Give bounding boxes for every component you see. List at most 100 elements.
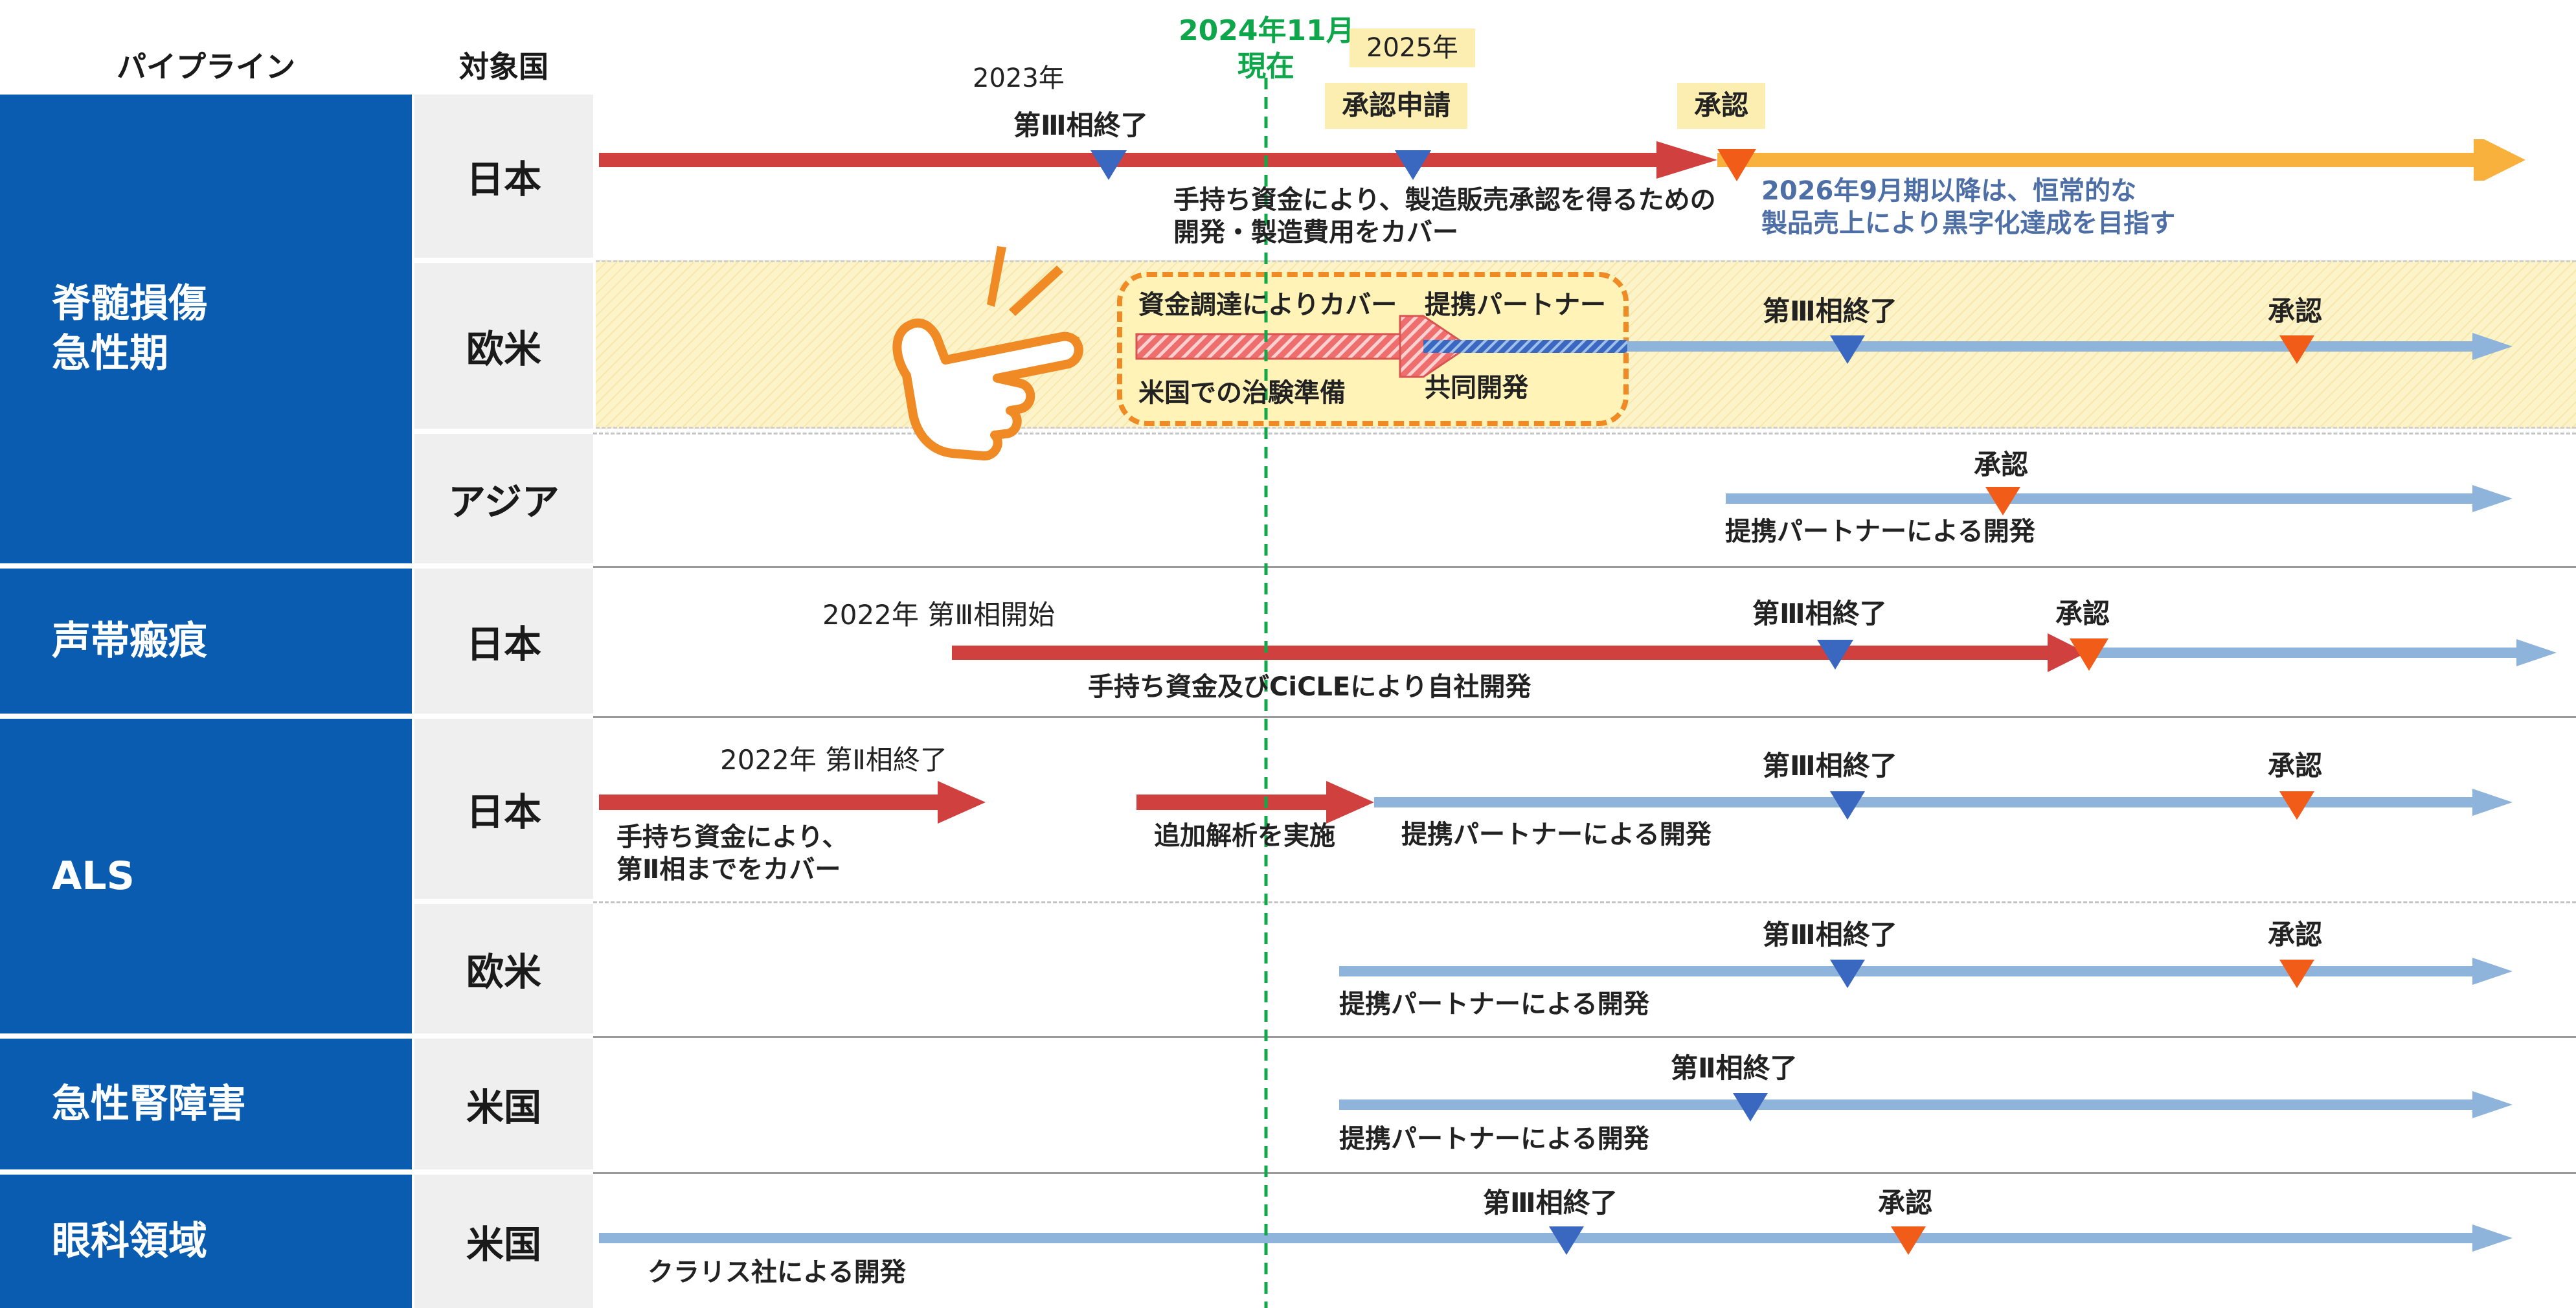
current-label: 現在 (1237, 50, 1294, 83)
pipeline-label: 急性腎障害 (52, 1081, 246, 1127)
arrow-shaft-red (952, 646, 2053, 660)
current-date: 2024年11月 (1179, 14, 1355, 47)
eye-us-approval: 承認 (1878, 1187, 1933, 1219)
pipeline-label: 眼科領域 (52, 1218, 207, 1264)
eye-us-note: クラリス社による開発 (648, 1257, 906, 1287)
row-divider (593, 716, 2576, 718)
marker-approval (1717, 149, 1756, 181)
arrow-head-lightblue (2472, 485, 2513, 512)
arrow-shaft-lightblue (1339, 1099, 2475, 1110)
row-divider (593, 901, 2576, 903)
als-euus-note: 提携パートナーによる開発 (1339, 989, 1649, 1019)
arrow-shaft-red (1136, 795, 1331, 810)
spinal-asia-note: 提携パートナーによる開発 (1725, 517, 2035, 547)
marker-filing (1395, 150, 1431, 180)
country-als-euus: 欧米 (414, 904, 593, 1033)
spinal-euus-approval: 承認 (2268, 295, 2323, 327)
marker-approval (2279, 791, 2314, 820)
country-vocal-jp: 日本 (414, 569, 593, 714)
kidney-us-note: 提携パートナーによる開発 (1339, 1124, 1649, 1154)
pipeline-label: 脊髄損傷 急性期 (52, 281, 207, 376)
arrow-shaft-lightblue (1374, 797, 2475, 807)
als-euus-approval: 承認 (2268, 919, 2323, 951)
arrow-shaft-red (599, 795, 942, 810)
spinal-jp-approval: 承認 (1677, 83, 1766, 129)
arrow-shaft-orange (1717, 153, 2481, 167)
eye-us-phase3-end: 第Ⅲ相終了 (1483, 1187, 1618, 1219)
row-divider (593, 1036, 2576, 1038)
spinal-jp-phase3-end: 第Ⅲ相終了 (1013, 109, 1148, 141)
country-als-jp: 日本 (414, 719, 593, 899)
arrow-shaft-hatched-blue (1423, 340, 1627, 353)
arrow-head-orange (2474, 139, 2525, 181)
marker-approval (1891, 1226, 1926, 1255)
marker-phase3-end (1090, 150, 1127, 180)
vocal-jp-phase3-end: 第Ⅲ相終了 (1752, 598, 1887, 629)
vocal-jp-note: 手持ち資金及びCiCLEにより自社開発 (1088, 672, 1531, 702)
vocal-jp-start: 2022年 第Ⅲ相開始 (822, 599, 1056, 631)
pipeline-label: ALS (52, 853, 135, 899)
arrow-shaft-lightblue (1339, 966, 2475, 976)
arrow-head-lightblue (2472, 1091, 2513, 1118)
als-jp-phase2-end: 2022年 第Ⅱ相終了 (720, 744, 947, 776)
marker-phase2-end (1733, 1093, 1768, 1122)
country-spinal-asia: アジア (414, 434, 593, 563)
spinal-jp-note: 手持ち資金により、製造販売承認を得るための 開発・製造費用をカバー (1173, 185, 1716, 247)
arrow-head-lightblue (2472, 958, 2513, 985)
header-pipeline: パイプライン (117, 49, 295, 84)
marker-phase3-end (1817, 640, 1853, 670)
row-divider (593, 433, 2576, 434)
arrow-head-lightblue (2516, 639, 2557, 666)
als-jp-approval: 承認 (2268, 750, 2323, 782)
vocal-jp-approval: 承認 (2055, 598, 2110, 629)
row-divider (593, 566, 2576, 568)
pipeline-kidney: 急性腎障害 (0, 1039, 412, 1169)
arrow-shaft-lightblue (599, 1233, 2475, 1243)
als-jp-partner: 提携パートナーによる開発 (1401, 820, 1712, 850)
country-eye-us: 米国 (414, 1175, 593, 1308)
marker-approval (1985, 487, 2020, 515)
als-jp-analysis: 追加解析を実施 (1154, 821, 1335, 851)
country-kidney-us: 米国 (414, 1039, 593, 1169)
marker-phase3-end (1830, 335, 1865, 364)
arrow-head-red (1326, 781, 1374, 824)
arrow-head-red (1656, 141, 1717, 179)
als-euus-phase3-end: 第Ⅲ相終了 (1763, 919, 1897, 951)
pipeline-als: ALS (0, 719, 412, 1033)
marker-phase3-end (1830, 791, 1865, 820)
arrow-shaft-lightblue (2092, 648, 2519, 658)
marker-approval (2279, 960, 2314, 988)
spinal-asia-approval: 承認 (1974, 449, 2029, 480)
pipeline-spinal: 脊髄損傷 急性期 (0, 95, 412, 563)
marker-approval (2279, 335, 2314, 364)
row-divider (593, 1172, 2576, 1174)
pipeline-eye: 眼科領域 (0, 1175, 412, 1308)
spinal-jp-filing: 承認申請 (1325, 83, 1468, 129)
arrow-head-lightblue (2472, 333, 2513, 360)
header-country: 対象国 (459, 49, 548, 84)
arrow-head-red (938, 781, 986, 824)
arrow-shaft-lightblue (1726, 493, 2477, 504)
year-2025-label: 2025年 (1350, 28, 1475, 67)
marker-approval (2070, 638, 2108, 671)
spinal-euus-prep: 米国での治験準備 (1138, 378, 1346, 408)
arrow-head-red (2048, 633, 2086, 672)
arrow-head-lightblue (2472, 789, 2513, 816)
spinal-euus-phase3-end: 第Ⅲ相終了 (1763, 295, 1897, 327)
pointing-hand-icon (892, 246, 1083, 460)
spinal-jp-outlook: 2026年9月期以降は、恒常的な 製品売上により黒字化達成を目指す (1761, 176, 2176, 238)
marker-phase3-end (1830, 960, 1865, 988)
arrow-head-lightblue (2472, 1224, 2513, 1252)
year-2023-label: 2023年 (973, 63, 1065, 93)
marker-phase3-end (1549, 1226, 1584, 1255)
spinal-euus-funding: 資金調達によりカバー (1138, 290, 1397, 320)
arrow-shaft-lightblue (1627, 341, 2476, 352)
kidney-us-phase2-end: 第Ⅱ相終了 (1671, 1052, 1798, 1084)
als-jp-note1: 手持ち資金により、 第Ⅱ相までをカバー (616, 822, 848, 885)
arrow-shaft-red (599, 153, 1661, 167)
arrow-shaft-hatched-red (1135, 333, 1403, 360)
als-jp-phase3-end: 第Ⅲ相終了 (1763, 750, 1897, 782)
pipeline-label: 声帯瘢痕 (52, 618, 207, 664)
country-spinal-euus: 欧米 (414, 263, 593, 429)
